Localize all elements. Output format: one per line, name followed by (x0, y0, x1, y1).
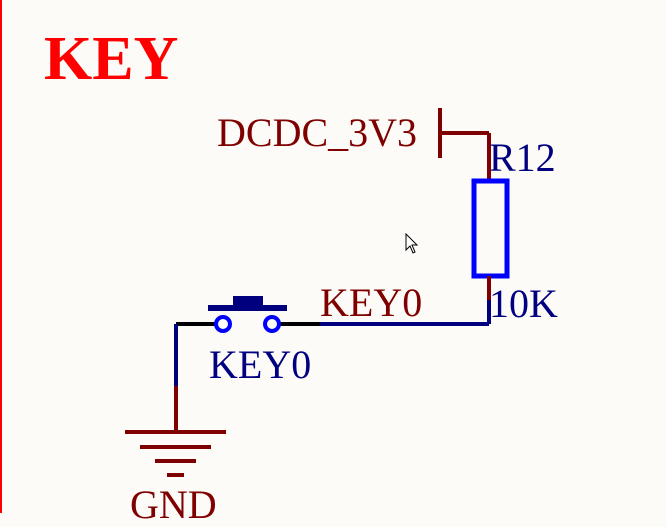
power-port-dcdc-3v3[interactable] (438, 108, 489, 158)
switch-contact-right (263, 315, 281, 333)
wire-gnd[interactable] (174, 322, 210, 386)
push-button-key0[interactable] (208, 296, 320, 333)
resistor-r12[interactable] (471, 133, 510, 300)
mouse-cursor-icon (405, 233, 419, 254)
wire-net-key0[interactable] (320, 300, 491, 326)
ground-symbol[interactable] (125, 386, 226, 477)
net-label-key0[interactable]: KEY0 (320, 280, 423, 325)
resistor-value[interactable]: 10K (489, 281, 558, 326)
resistor-designator[interactable]: R12 (489, 135, 556, 180)
resistor-body (471, 178, 510, 279)
switch-designator[interactable]: KEY0 (209, 342, 312, 387)
sheet-title: KEY (44, 25, 179, 93)
ground-net-label[interactable]: GND (130, 482, 217, 527)
switch-contact-left (214, 315, 232, 333)
power-net-label[interactable]: DCDC_3V3 (217, 110, 418, 155)
switch-actuator-knob (233, 296, 263, 306)
schematic-canvas (0, 0, 510, 513)
